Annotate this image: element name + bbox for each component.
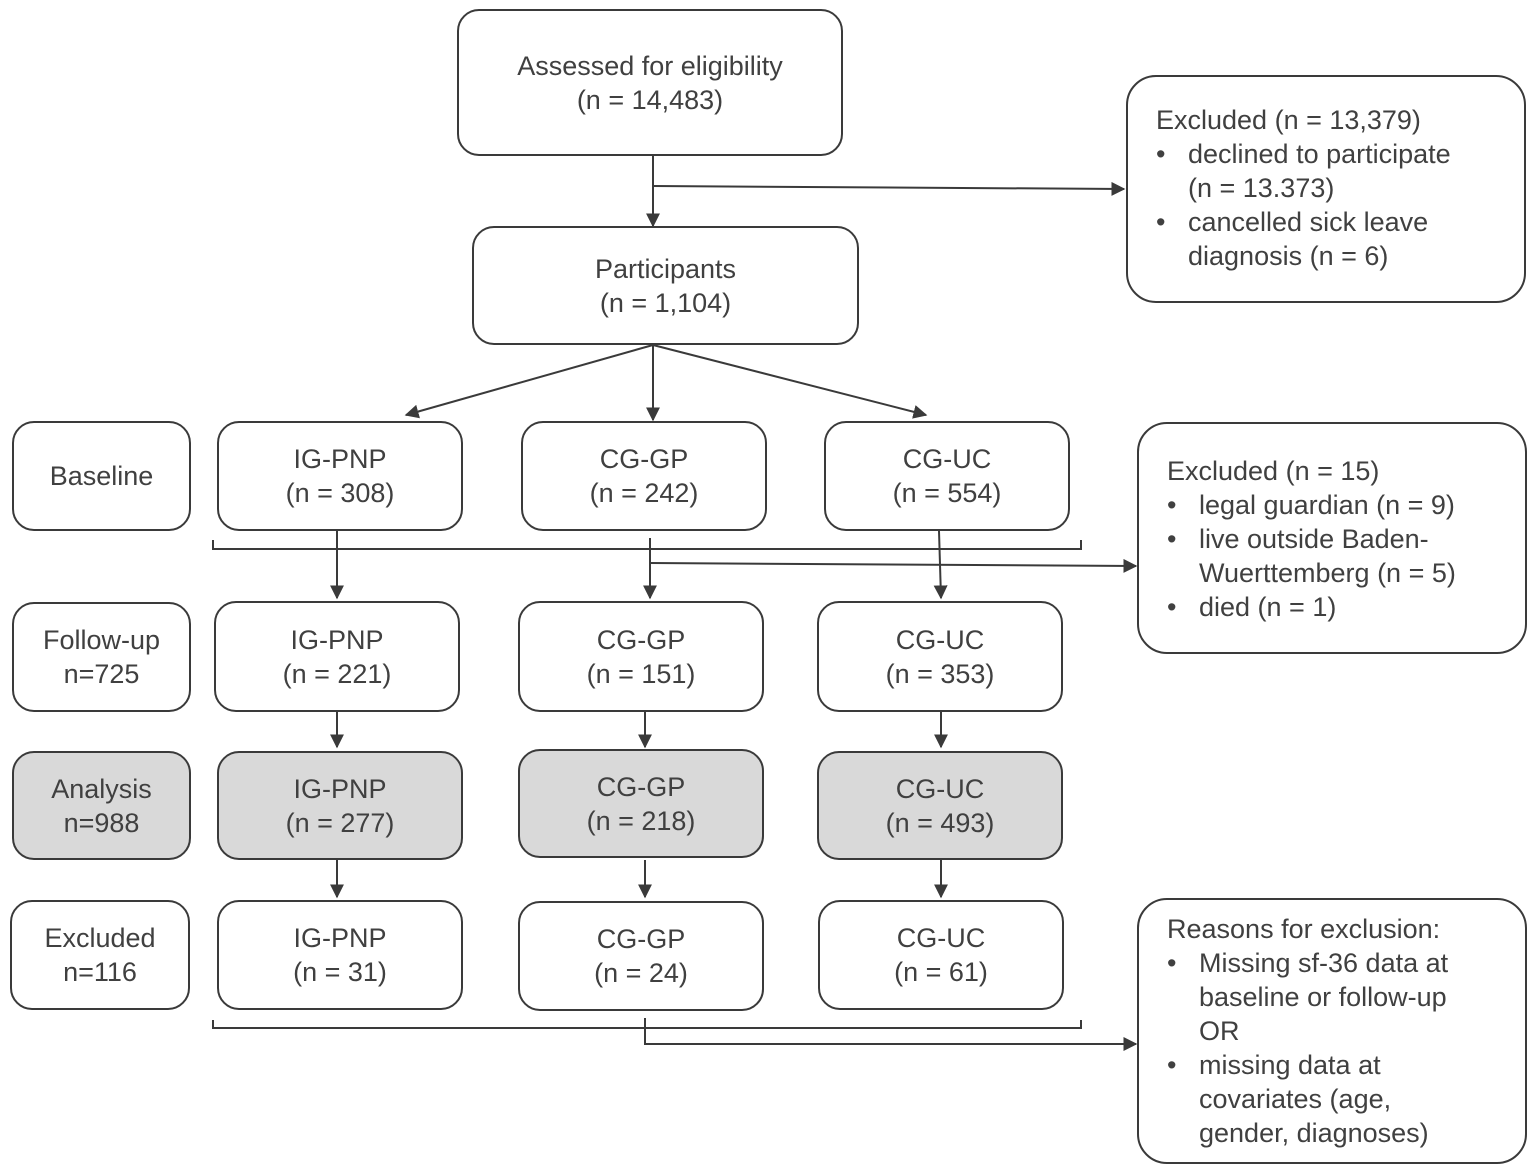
arrow-to-excluded-mid <box>649 558 1138 573</box>
group-name: IG-PNP <box>293 444 387 474</box>
analysis-cg-uc-box: CG-UC (n = 493) <box>817 751 1063 860</box>
group-count: (n = 353) <box>885 658 995 689</box>
group-count: (n = 218) <box>586 805 696 836</box>
excluded-mid-box: Excluded (n = 15) legal guardian (n = 9)… <box>1137 422 1527 654</box>
group-count: (n = 61) <box>894 957 988 987</box>
excluded-top-title: Excluded (n = 13,379) <box>1156 105 1421 135</box>
group-name: CG-GP <box>596 624 686 655</box>
analysis-cg-gp-box: CG-GP (n = 218) <box>518 749 764 858</box>
excluded-mid-item: live outside Baden-Wuerttemberg (n = 5) <box>1167 522 1456 590</box>
group-name: CG-GP <box>596 924 686 954</box>
group-count: (n = 221) <box>282 658 392 689</box>
group-name: CG-UC <box>896 923 986 953</box>
bottom-bracket <box>212 1020 1082 1029</box>
participants-count: (n = 1,104) <box>599 287 732 318</box>
group-count: (n = 31) <box>293 957 387 987</box>
arrow-participants-to-cg-uc <box>652 344 928 419</box>
followup-cg-uc-box: CG-UC (n = 353) <box>817 601 1063 712</box>
group-count: (n = 242) <box>589 478 699 508</box>
followup-ig-pnp-box: IG-PNP (n = 221) <box>214 601 460 712</box>
excluded-mid-item: legal guardian (n = 9) <box>1167 488 1456 522</box>
group-count: (n = 151) <box>586 658 696 689</box>
followup-cg-gp-box: CG-GP (n = 151) <box>518 601 764 712</box>
excluded-top-item: declined to participate(n = 13.373) <box>1156 137 1451 205</box>
baseline-bracket <box>212 540 1082 550</box>
baseline-cg-gp-box: CG-GP (n = 242) <box>521 421 767 531</box>
assessed-box: Assessed for eligibility (n = 14,483) <box>457 9 843 156</box>
group-count: (n = 493) <box>885 807 995 838</box>
analysis-ig-pnp-box: IG-PNP (n = 277) <box>217 751 463 860</box>
excluded-row-label: Excluded n=116 <box>10 900 190 1010</box>
group-name: IG-PNP <box>293 923 387 953</box>
excluded-ig-pnp-box: IG-PNP (n = 31) <box>217 900 463 1010</box>
group-name: CG-UC <box>902 444 992 474</box>
participants-box: Participants (n = 1,104) <box>472 226 859 345</box>
group-name: IG-PNP <box>293 773 387 804</box>
participants-label: Participants <box>594 253 737 284</box>
group-count: (n = 24) <box>594 958 688 988</box>
group-count: (n = 277) <box>285 807 395 838</box>
reasons-box: Reasons for exclusion: Missing sf-36 dat… <box>1137 898 1527 1164</box>
arrow-to-excluded-top <box>652 181 1126 196</box>
excluded-cg-gp-box: CG-GP (n = 24) <box>518 901 764 1011</box>
excluded-mid-title: Excluded (n = 15) <box>1167 456 1380 486</box>
excluded-top-list: declined to participate(n = 13.373) canc… <box>1156 137 1451 273</box>
group-count: (n = 308) <box>285 478 395 508</box>
excluded-cg-uc-box: CG-UC (n = 61) <box>818 900 1064 1010</box>
excluded-top-box: Excluded (n = 13,379) declined to partic… <box>1126 75 1526 303</box>
group-name: CG-UC <box>895 773 985 804</box>
excluded-mid-item: died (n = 1) <box>1167 590 1456 624</box>
baseline-cg-uc-box: CG-UC (n = 554) <box>824 421 1070 531</box>
baseline-row-label: Baseline <box>12 421 191 531</box>
group-name: CG-GP <box>596 771 686 802</box>
excluded-mid-list: legal guardian (n = 9) live outside Bade… <box>1167 488 1456 624</box>
assessed-label: Assessed for eligibility <box>517 50 783 81</box>
group-name: IG-PNP <box>290 624 384 655</box>
analysis-row-label: Analysis n=988 <box>12 751 191 860</box>
group-name: CG-GP <box>599 444 689 474</box>
arrow-to-reasons <box>644 1018 1138 1051</box>
assessed-count: (n = 14,483) <box>576 84 724 115</box>
baseline-ig-pnp-box: IG-PNP (n = 308) <box>217 421 463 531</box>
group-name: CG-UC <box>895 624 985 655</box>
followup-row-label: Follow-up n=725 <box>12 602 191 712</box>
group-count: (n = 554) <box>892 478 1002 508</box>
reasons-title: Reasons for exclusion: <box>1167 914 1441 944</box>
arrow-participants-to-ig-pnp <box>404 344 654 419</box>
